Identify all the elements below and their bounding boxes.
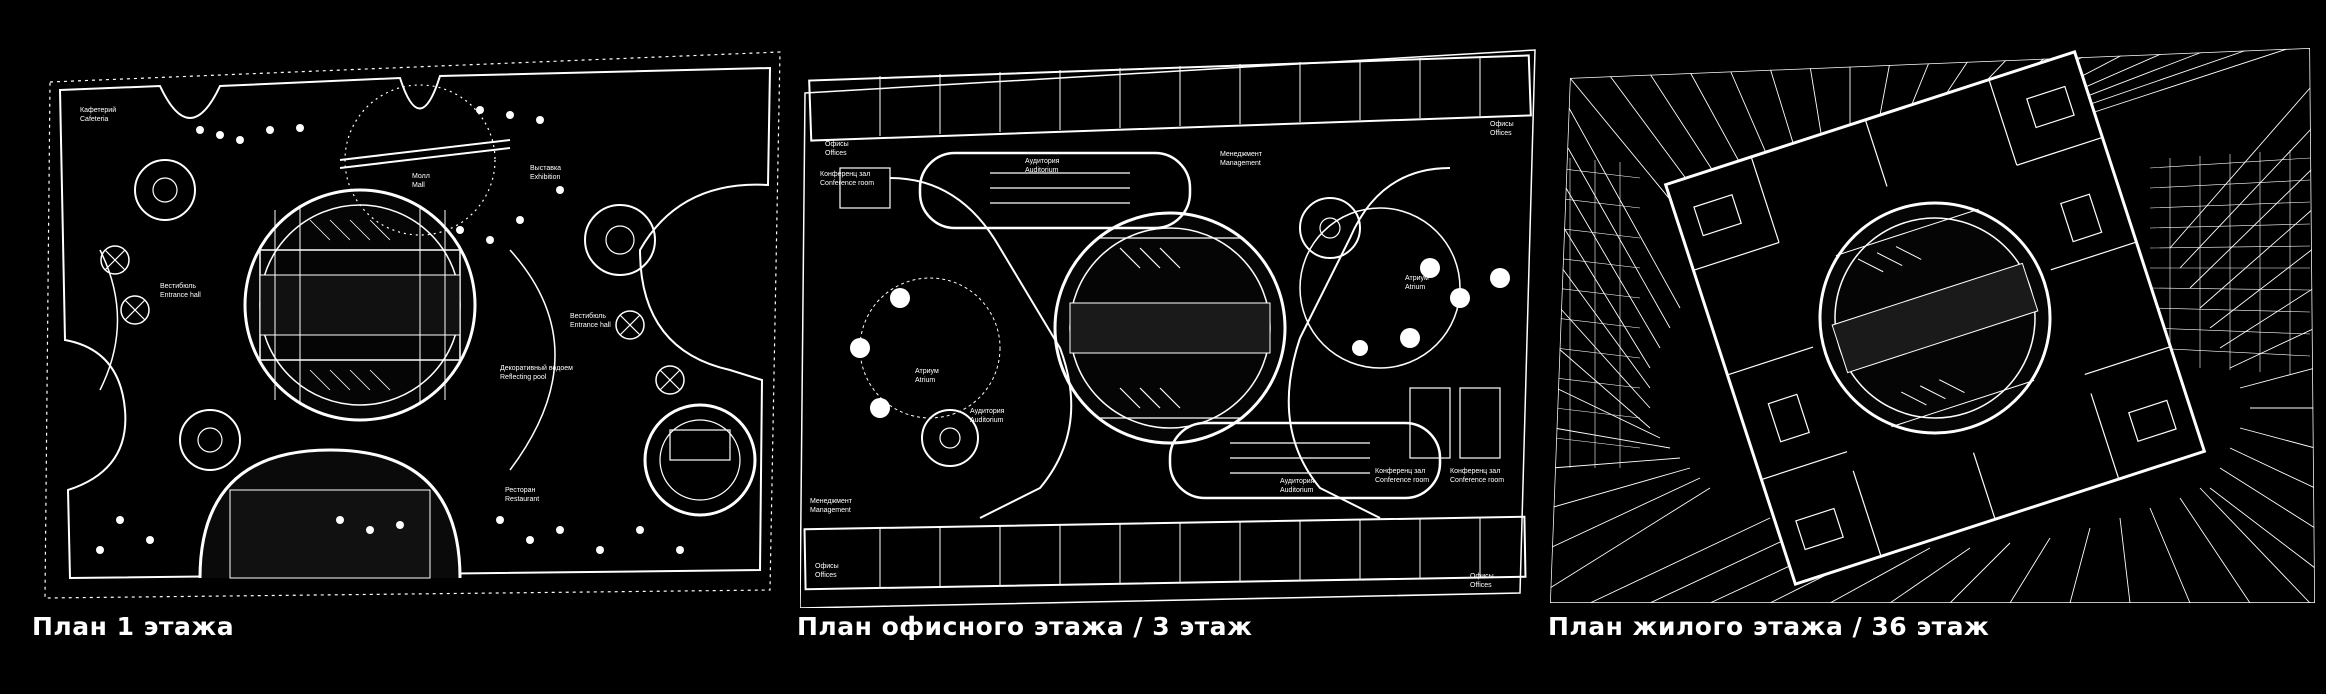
label-offices-top-en: Offices — [825, 150, 847, 157]
caption-residential-floor: План жилого этажа / 36 этаж — [1548, 612, 1990, 641]
label-management-left-en: Management — [810, 507, 851, 514]
label-auditorium-top-ru: Аудитория — [1025, 158, 1060, 165]
facade-grid — [1554, 150, 2311, 468]
label-conf-b-en: Conference room — [1450, 477, 1504, 484]
ground-floor-labels: Кафетерий Cafeteria Молл Mall Выставка E… — [80, 106, 611, 503]
label-mall-en: Mall — [412, 182, 425, 189]
office-floor-drawing: Офисы Offices Офисы Offices Конференц за… — [800, 49, 1536, 608]
label-offices-bottom-en: Offices — [815, 572, 837, 579]
label-lobby-left-en: Entrance hall — [160, 292, 201, 299]
label-atrium-right-en: Atrium — [1405, 284, 1425, 291]
tower-floor-plate — [1663, 49, 2207, 587]
label-management-en: Management — [1220, 160, 1261, 167]
label-pool-en: Reflecting pool — [500, 374, 547, 381]
label-auditorium-small-ru: Аудитория — [970, 408, 1005, 415]
label-management-ru: Менеджмент — [1220, 151, 1263, 158]
label-mall-ru: Молл — [412, 173, 430, 180]
auditorium-top — [918, 151, 1192, 230]
label-offices-right-ru: Офисы — [1490, 121, 1514, 128]
caption-office-floor: План офисного этажа / 3 этаж — [797, 612, 1253, 641]
label-atrium-left-ru: Атриум — [915, 368, 939, 375]
plan-residential-floor — [1550, 48, 2320, 608]
label-exhibition-en: Exhibition — [530, 174, 560, 181]
label-atrium-left-en: Atrium — [915, 377, 935, 384]
ground-floor-drawing: Кафетерий Cafeteria Молл Mall Выставка E… — [44, 51, 781, 599]
label-conf-a-en: Conference room — [1375, 477, 1429, 484]
auditorium-bottom — [1168, 421, 1442, 500]
label-auditorium-bottom-en: Auditorium — [1280, 487, 1314, 494]
caption-ground-floor: План 1 этажа — [32, 612, 235, 641]
label-auditorium-top-en: Auditorium — [1025, 167, 1059, 174]
plan-office-floor: Офисы Offices Офисы Offices Конференц за… — [800, 48, 1540, 608]
bottom-office-strip — [803, 515, 1527, 591]
label-offices-bottom-ru: Офисы — [815, 563, 839, 570]
label-lobby-right-en: Entrance hall — [570, 322, 611, 329]
top-office-strip — [808, 54, 1532, 142]
label-atrium-right-ru: Атриум — [1405, 275, 1429, 282]
label-conf-b-ru: Конференц зал — [1450, 468, 1500, 475]
label-restaurant-en: Restaurant — [505, 496, 539, 503]
label-lobby-left-ru: Вестибюль — [160, 282, 196, 290]
atrium-left — [859, 277, 1001, 419]
residential-floor-drawing — [1550, 48, 2315, 603]
label-pool-ru: Декоративный водоем — [500, 364, 573, 372]
label-offices-right-en: Offices — [1490, 130, 1512, 137]
label-cafeteria-ru: Кафетерий — [80, 106, 116, 114]
label-offices-bottom-right-en: Offices — [1470, 582, 1492, 589]
label-lobby-right-ru: Вестибюль — [570, 312, 606, 320]
label-conf-a-ru: Конференц зал — [1375, 468, 1425, 475]
building-outline — [58, 66, 772, 580]
label-exhibition-ru: Выставка — [530, 165, 561, 172]
label-auditorium-bottom-ru: Аудитория — [1280, 478, 1315, 485]
label-cafeteria-en: Cafeteria — [80, 116, 109, 123]
label-conf-left-ru: Конференц зал — [820, 171, 870, 178]
plan-ground-floor: Кафетерий Cafeteria Молл Mall Выставка E… — [40, 50, 790, 610]
site-boundary — [44, 51, 781, 599]
label-management-left-ru: Менеджмент — [810, 498, 853, 505]
office-floor-labels: Офисы Offices Офисы Offices Конференц за… — [810, 121, 1514, 589]
label-conf-left-en: Conference room — [820, 180, 874, 187]
label-offices-bottom-right-ru: Офисы — [1470, 573, 1494, 580]
label-restaurant-ru: Ресторан — [505, 487, 536, 494]
label-auditorium-small-en: Auditorium — [970, 417, 1004, 424]
label-offices-top-ru: Офисы — [825, 141, 849, 148]
